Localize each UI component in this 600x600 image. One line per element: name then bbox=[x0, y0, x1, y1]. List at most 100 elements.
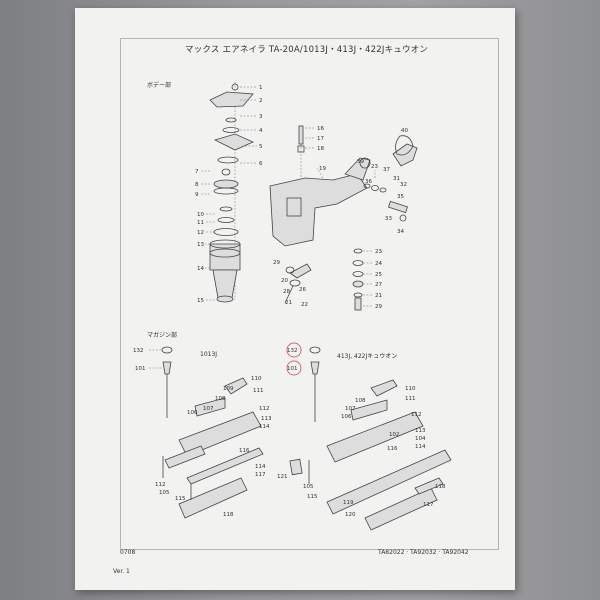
svg-text:26: 26 bbox=[299, 287, 306, 293]
section-label-body: ボデー部 bbox=[147, 82, 172, 89]
svg-text:105: 105 bbox=[303, 484, 314, 490]
svg-text:106: 106 bbox=[341, 414, 352, 420]
top-cap bbox=[209, 91, 254, 108]
svg-text:39: 39 bbox=[357, 159, 364, 165]
magazine-right-channel bbox=[326, 449, 452, 515]
svg-text:112: 112 bbox=[259, 406, 270, 412]
svg-text:15: 15 bbox=[197, 298, 204, 304]
svg-text:114: 114 bbox=[259, 424, 270, 430]
piston bbox=[212, 269, 238, 299]
magazine-left-cover bbox=[178, 477, 248, 519]
parts-diagram-sheet: マックス エアネイラ TA-20A/1013J・413J・422Jキュウオン ボ… bbox=[75, 8, 515, 590]
svg-text:111: 111 bbox=[405, 396, 416, 402]
svg-text:13: 13 bbox=[197, 242, 204, 248]
svg-text:32: 32 bbox=[400, 182, 407, 188]
svg-text:9: 9 bbox=[195, 192, 199, 198]
svg-text:18: 18 bbox=[317, 146, 324, 152]
svg-text:121: 121 bbox=[277, 474, 288, 480]
document-code: 0708 bbox=[120, 549, 136, 556]
svg-text:108: 108 bbox=[355, 398, 366, 404]
body-center-assembly: 16 17 18 19 29 20 28 26 21 22 bbox=[269, 125, 371, 308]
highlight-101 bbox=[286, 360, 302, 376]
svg-text:116: 116 bbox=[387, 446, 398, 452]
svg-text:31: 31 bbox=[393, 176, 400, 182]
svg-text:112: 112 bbox=[155, 482, 166, 488]
svg-text:19: 19 bbox=[319, 166, 326, 172]
svg-text:16: 16 bbox=[317, 126, 324, 132]
svg-text:116: 116 bbox=[239, 448, 250, 454]
svg-text:5: 5 bbox=[259, 144, 263, 150]
svg-text:111: 111 bbox=[253, 388, 264, 394]
svg-text:3: 3 bbox=[259, 114, 263, 120]
svg-text:1: 1 bbox=[259, 85, 263, 91]
exhaust-cover bbox=[392, 143, 418, 167]
magazine-right-rail bbox=[326, 411, 424, 463]
footer-codes: TA82022 · TA92032 · TA92042 bbox=[378, 549, 469, 556]
svg-text:101: 101 bbox=[287, 366, 298, 372]
svg-text:21: 21 bbox=[375, 293, 382, 299]
section-label-magazine: マガジン部 bbox=[147, 332, 178, 339]
svg-text:114: 114 bbox=[255, 464, 266, 470]
svg-text:120: 120 bbox=[345, 512, 356, 518]
svg-text:23: 23 bbox=[375, 249, 382, 255]
svg-text:10: 10 bbox=[197, 212, 204, 218]
svg-text:117: 117 bbox=[423, 502, 434, 508]
svg-text:35: 35 bbox=[397, 194, 404, 200]
svg-text:115: 115 bbox=[307, 494, 318, 500]
version-label: Ver. 1 bbox=[113, 568, 130, 575]
svg-text:36: 36 bbox=[365, 179, 372, 185]
hook bbox=[395, 135, 414, 156]
svg-text:14: 14 bbox=[197, 266, 204, 272]
svg-text:109: 109 bbox=[223, 386, 234, 392]
svg-text:6: 6 bbox=[259, 161, 263, 167]
svg-text:118: 118 bbox=[435, 484, 446, 490]
svg-text:102: 102 bbox=[389, 432, 400, 438]
svg-text:101: 101 bbox=[135, 366, 146, 372]
svg-text:17: 17 bbox=[317, 136, 324, 142]
body-left-assembly: 1 2 3 4 5 6 7 8 9 10 11 12 13 14 15 bbox=[195, 82, 263, 304]
svg-text:113: 113 bbox=[261, 416, 272, 422]
svg-text:107: 107 bbox=[203, 406, 214, 412]
svg-text:110: 110 bbox=[251, 376, 262, 382]
svg-text:114: 114 bbox=[415, 444, 426, 450]
svg-text:118: 118 bbox=[223, 512, 234, 518]
svg-text:105: 105 bbox=[159, 490, 170, 496]
magazine-left-rail bbox=[178, 411, 262, 457]
svg-text:34: 34 bbox=[397, 229, 404, 235]
svg-text:29: 29 bbox=[375, 304, 382, 310]
svg-text:107: 107 bbox=[345, 406, 356, 412]
svg-text:27: 27 bbox=[375, 282, 382, 288]
svg-text:113: 113 bbox=[415, 428, 426, 434]
body-right-assembly: 23 37 31 32 35 33 34 40 36 39 23 24 25 bbox=[352, 128, 418, 311]
svg-text:22: 22 bbox=[301, 302, 308, 308]
svg-text:117: 117 bbox=[255, 472, 266, 478]
svg-text:40: 40 bbox=[401, 128, 408, 134]
svg-text:119: 119 bbox=[343, 500, 354, 506]
magazine-right-label: 413J, 422Jキュウオン bbox=[337, 353, 398, 360]
exploded-parts-drawing: 1 2 3 4 5 6 7 8 9 10 11 12 13 14 15 bbox=[133, 82, 452, 531]
svg-text:4: 4 bbox=[259, 128, 263, 134]
svg-text:23: 23 bbox=[371, 164, 378, 170]
svg-text:20: 20 bbox=[281, 278, 288, 284]
svg-text:2: 2 bbox=[259, 98, 263, 104]
svg-text:104: 104 bbox=[415, 436, 426, 442]
cylinder-cap bbox=[213, 133, 254, 151]
svg-text:110: 110 bbox=[405, 386, 416, 392]
svg-text:106: 106 bbox=[187, 410, 198, 416]
body-housing bbox=[269, 173, 368, 247]
trigger bbox=[289, 263, 312, 279]
highlight-132 bbox=[286, 342, 302, 358]
svg-text:33: 33 bbox=[385, 216, 392, 222]
svg-text:29: 29 bbox=[273, 260, 280, 266]
svg-text:108: 108 bbox=[215, 396, 226, 402]
document-title: マックス エアネイラ TA-20A/1013J・413J・422Jキュウオン bbox=[185, 45, 429, 55]
svg-text:37: 37 bbox=[383, 167, 390, 173]
svg-text:7: 7 bbox=[195, 169, 199, 175]
svg-text:112: 112 bbox=[411, 412, 422, 418]
svg-text:21: 21 bbox=[285, 300, 292, 306]
svg-text:132: 132 bbox=[133, 348, 144, 354]
svg-text:24: 24 bbox=[375, 261, 382, 267]
magazine-right-assembly: 132 101 110 111 108 107 106 112 113 102 … bbox=[277, 342, 452, 531]
svg-text:25: 25 bbox=[375, 272, 382, 278]
magazine-left-label: 1013J bbox=[200, 351, 218, 358]
